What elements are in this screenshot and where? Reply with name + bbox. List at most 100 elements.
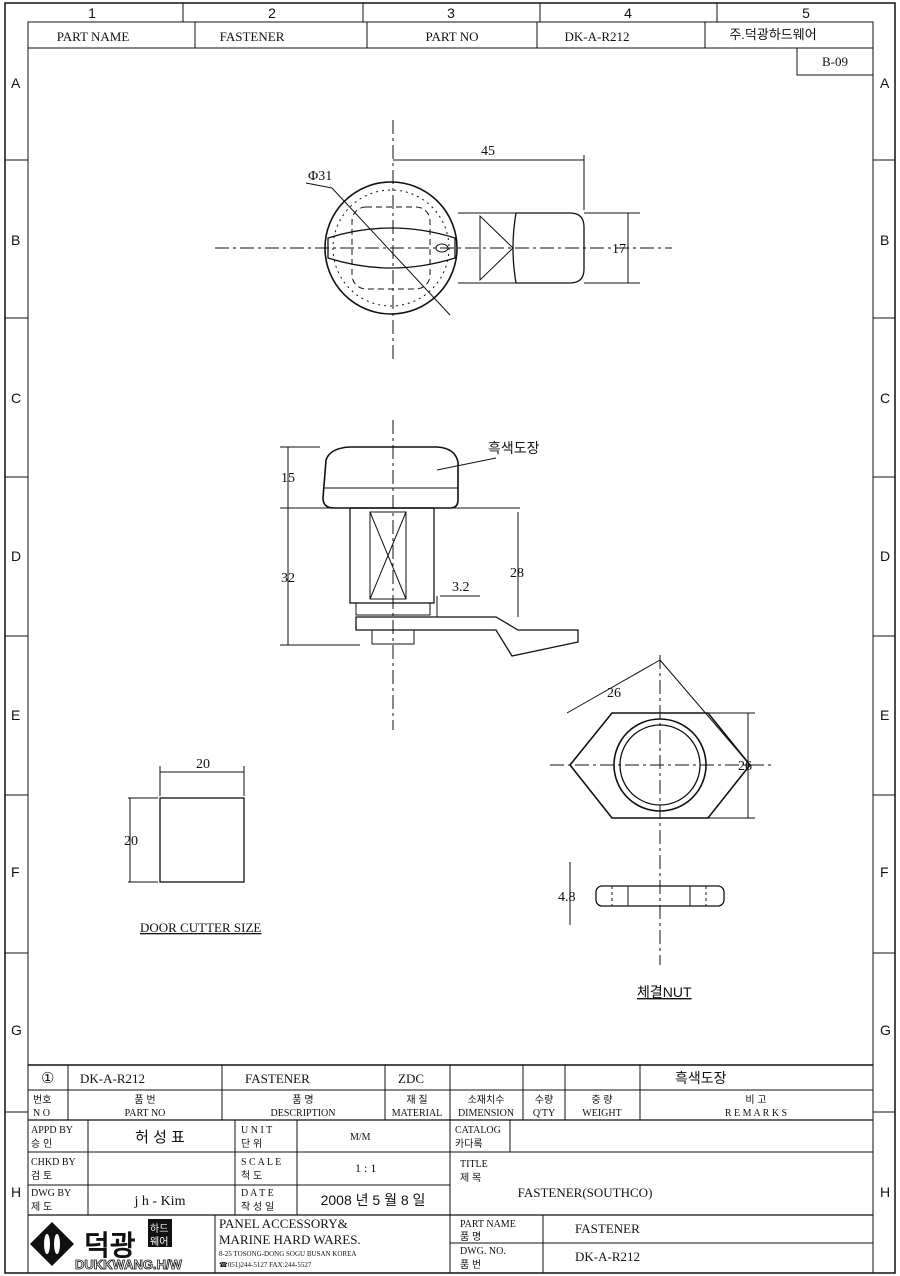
bom-header-no: N O <box>33 1108 50 1119</box>
svg-text:덕광: 덕광 <box>84 1230 136 1261</box>
bom-remarks: 흑색도장 <box>675 1070 727 1086</box>
part-name-value: FASTENER <box>220 29 285 44</box>
bom-part-no: DK-A-R212 <box>80 1071 145 1086</box>
nut-side-view <box>569 862 725 925</box>
bom-header-no-kr: 번호 <box>33 1094 51 1106</box>
dim-cutter-width: 20 <box>196 757 210 772</box>
dwg-no-label: DWG. NO. <box>460 1246 506 1257</box>
grid-row-d-right: D <box>880 548 890 564</box>
grid-col-1: 1 <box>88 5 96 21</box>
header-row <box>28 22 874 76</box>
title-label: TITLE <box>460 1159 488 1170</box>
grid-row-c-right: C <box>880 390 890 406</box>
dim-28: 28 <box>510 566 524 581</box>
dwg-no-kr: 품 번 <box>460 1259 481 1271</box>
grid-col-3: 3 <box>447 5 455 21</box>
bom-header-part-kr: 품 번 <box>134 1094 155 1106</box>
company-line-1: PANEL ACCESSORY& <box>219 1216 348 1231</box>
grid-row-c-left: C <box>11 390 21 406</box>
bom-material: ZDC <box>398 1071 424 1086</box>
part-name-block-kr: 품 명 <box>460 1231 481 1243</box>
chkd-kr: 검 토 <box>31 1170 52 1182</box>
part-no-value: DK-A-R212 <box>565 29 630 44</box>
dim-32: 32 <box>281 571 295 586</box>
scale-label: S C A L E <box>241 1157 281 1168</box>
nut-front-view <box>550 655 775 965</box>
svg-text:하드: 하드 <box>150 1222 168 1235</box>
title-block-grid <box>28 1064 873 1273</box>
dwg-kr: 제 도 <box>31 1201 52 1213</box>
bom-header-dim-kr: 소재치수 <box>468 1094 505 1106</box>
grid-row-g-right: G <box>880 1022 891 1038</box>
grid-col-4: 4 <box>624 5 632 21</box>
bom-no: ① <box>41 1070 54 1087</box>
bom-description: FASTENER <box>245 1071 310 1086</box>
drawing-date: 2008 년 5 월 8 일 <box>321 1192 426 1208</box>
dwg-no-value: DK-A-R212 <box>575 1249 640 1264</box>
bom-header-desc: DESCRIPTION <box>270 1108 335 1119</box>
grid-row-b-right: B <box>880 232 889 248</box>
finish-note: 흑색도장 <box>488 440 540 456</box>
bom-header-dim: DIMENSION <box>458 1108 514 1119</box>
grid-row-f-right: F <box>880 864 889 880</box>
part-name-label: PART NAME <box>57 29 130 44</box>
grid-row-d-left: D <box>11 548 21 564</box>
dim-hex-26-diag: 26 <box>607 686 621 701</box>
dwg-label: DWG BY <box>31 1188 71 1199</box>
date-label: D A T E <box>241 1188 274 1199</box>
unit-value: M/M <box>350 1132 371 1143</box>
door-cutter-label: DOOR CUTTER SIZE <box>140 920 261 935</box>
svg-text:DUKKWANG.H/W: DUKKWANG.H/W <box>75 1257 183 1272</box>
scale-value: 1 : 1 <box>355 1161 376 1175</box>
door-cutter-view <box>128 766 245 883</box>
bom-header-weight-kr: 중 량 <box>591 1094 612 1106</box>
bom-header-weight: WEIGHT <box>582 1108 621 1119</box>
dim-17: 17 <box>612 242 626 257</box>
svg-text:웨어: 웨어 <box>150 1236 168 1248</box>
bom-header-mat: MATERIAL <box>392 1108 443 1119</box>
top-view <box>215 120 672 360</box>
company-address: 8-25 TOSONG-DONG SOGU BUSAN KOREA <box>219 1250 356 1258</box>
bom-header-qty: Q'TY <box>533 1108 555 1119</box>
grid-col-5: 5 <box>802 5 810 21</box>
dim-hex-26-height: 26 <box>738 759 752 774</box>
appd-label: APPD BY <box>31 1125 73 1136</box>
bom-header-remarks: R E M A R K S <box>725 1108 787 1119</box>
grid-row-b-left: B <box>11 232 20 248</box>
dim-45: 45 <box>481 144 495 159</box>
grid-row-f-left: F <box>11 864 20 880</box>
dim-15: 15 <box>281 471 295 486</box>
scale-kr: 척 도 <box>241 1170 262 1182</box>
unit-label: U N I T <box>241 1125 272 1136</box>
bom-header-part: PART NO <box>125 1108 166 1119</box>
dim-4-8: 4.8 <box>558 890 576 905</box>
catalog-label: CATALOG <box>455 1125 501 1136</box>
dim-cutter-height: 20 <box>124 834 138 849</box>
part-name-block-label: PART NAME <box>460 1219 516 1230</box>
grid-row-e-right: E <box>880 707 889 723</box>
sheet-code: B-09 <box>822 54 848 69</box>
company-name: 주.덕광하드웨어 <box>729 27 816 42</box>
dim-diameter: Φ31 <box>308 169 332 184</box>
grid-row-e-left: E <box>11 707 20 723</box>
dim-3-2: 3.2 <box>452 580 470 595</box>
date-kr: 작 성 일 <box>241 1201 274 1213</box>
unit-kr: 단 위 <box>241 1137 262 1150</box>
grid-col-2: 2 <box>268 5 276 21</box>
drafter-name: j h - Kim <box>134 1194 186 1209</box>
side-view <box>280 420 579 730</box>
chkd-label: CHKD BY <box>31 1157 76 1168</box>
bom-header-remarks-kr: 비 고 <box>745 1094 766 1106</box>
company-logo: 덕광 하드 웨어 DUKKWANG.H/W <box>30 1219 183 1272</box>
appd-kr: 승 인 <box>31 1138 52 1150</box>
approver-name: 허 성 표 <box>135 1129 185 1146</box>
grid-row-a-left: A <box>11 75 21 91</box>
grid-row-h-right: H <box>880 1184 890 1200</box>
bom-header-qty-kr: 수량 <box>535 1094 553 1106</box>
bom-header-desc-kr: 품 명 <box>292 1094 313 1106</box>
nut-label: 체결NUT <box>637 984 692 1000</box>
grid-row-g-left: G <box>11 1022 22 1038</box>
part-name-block-value: FASTENER <box>575 1221 640 1236</box>
company-phone: ☎051)244-5127 FAX:244-5527 <box>219 1261 312 1269</box>
bom-header-mat-kr: 재 질 <box>406 1094 427 1106</box>
